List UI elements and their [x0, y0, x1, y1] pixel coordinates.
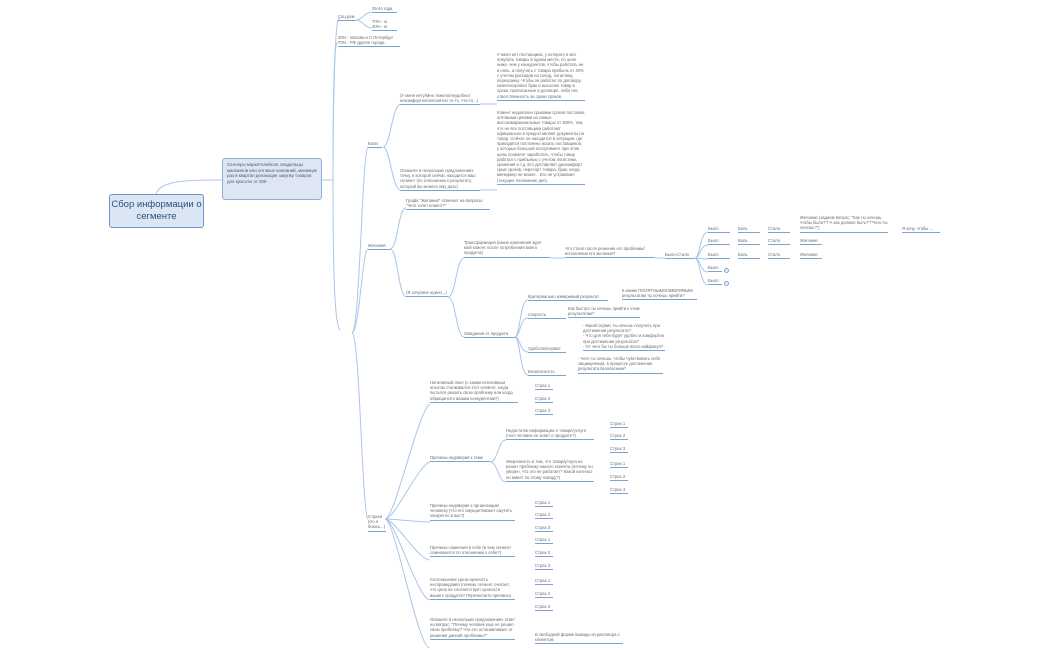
row5-was[interactable]: Было	[708, 278, 722, 286]
row2-became[interactable]: Стало	[768, 238, 790, 246]
fear-3[interactable]: Страх 3	[535, 408, 553, 416]
branch-desire[interactable]: Желания	[368, 243, 390, 251]
fear-price-value[interactable]: Соотношение Цена-Ценность несправедливо …	[430, 577, 515, 600]
row3-became[interactable]: Стало	[768, 252, 790, 260]
social-age[interactable]: 25-44 года	[372, 6, 397, 14]
root-title: Сбор информации о сегменте	[111, 199, 202, 222]
desire-comfort-question[interactable]: - Какой сервис ты хочешь получить при до…	[583, 323, 665, 352]
fear-1[interactable]: Страх 1	[610, 421, 628, 429]
fear-1[interactable]: Страх 1	[535, 383, 553, 391]
row2-pain[interactable]: Боль	[738, 238, 760, 246]
fear-describe[interactable]: Опишите в нескольких предложениях ответ …	[430, 617, 515, 640]
desire-criteria[interactable]: Критериально измеримый результат	[528, 294, 608, 302]
row3-was[interactable]: Было	[708, 252, 730, 260]
branch-social[interactable]: Соц.дем	[338, 14, 356, 22]
row3-pain[interactable]: Боль	[738, 252, 760, 260]
fear-2[interactable]: Страх 2	[535, 396, 553, 404]
pain-question-1[interactable]: (У меня нету/Мне тяжело/неудобно/ некомф…	[400, 93, 480, 106]
fear-negative-experience[interactable]: Негативный опыт (с каким негативным опыт…	[430, 380, 518, 403]
fear-1[interactable]: Страх 1	[610, 461, 628, 469]
fear-2[interactable]: Страх 2	[535, 512, 553, 520]
fear-1[interactable]: Страх 1	[535, 537, 553, 545]
row4-was[interactable]: Было	[708, 265, 722, 273]
social-gender[interactable]: 70% - ж 30% - м	[372, 19, 397, 32]
segment-node[interactable]: Селлеры маркетплейсов, владельцы магазин…	[222, 158, 322, 200]
desire-after[interactable]: Что стало после решения его проблемы/ ис…	[565, 246, 655, 259]
desire-safety-question[interactable]: - Чего ты хочешь, чтобы чувствовать себя…	[578, 356, 663, 374]
expand-icon[interactable]: +	[724, 281, 729, 286]
row2-desire[interactable]: Желание	[800, 238, 822, 246]
row1-want[interactable]: Я хочу, чтобы ...	[902, 226, 940, 234]
fear-distrust-topic[interactable]: Причины недоверия к теме	[430, 455, 490, 463]
desire-safety[interactable]: Безопасность	[528, 369, 566, 377]
fear-confidence[interactable]: Уверенность в том, что товар/услуга не р…	[506, 459, 594, 482]
desire-criteria-question[interactable]: К каким ПОНЯТНЫМ/ИЗМЕРИМЫМ результатам т…	[622, 288, 697, 301]
branch-pain[interactable]: Боли	[368, 141, 382, 149]
fear-3[interactable]: Страх 3	[610, 446, 628, 454]
fear-2[interactable]: Страх 2	[535, 550, 553, 558]
fear-1[interactable]: Страх 1	[535, 578, 553, 586]
pain-answer-2[interactable]: Клиент недоволен срывами сроков поставок…	[497, 110, 585, 185]
fear-free-form[interactable]: В свободной форме выводы из разговора с …	[535, 632, 623, 645]
pain-answer-1[interactable]: У меня нет поставщика, у которого я мог …	[497, 52, 585, 101]
row1-was[interactable]: Было	[708, 226, 730, 234]
root-node[interactable]: Сбор информации о сегменте	[109, 194, 204, 228]
fear-3[interactable]: Страх 3	[535, 563, 553, 571]
row3-desire[interactable]: Желание	[800, 252, 822, 260]
row1-desire[interactable]: Желание (задаем вопрос: "Как ты хочешь, …	[800, 215, 888, 233]
desire-product-expect[interactable]: Ожидания от продукта	[464, 331, 515, 339]
row1-pain[interactable]: Боль	[738, 226, 760, 234]
branch-fear[interactable]: Страхи (Но я боюсь...)	[368, 514, 386, 532]
fear-self-doubt[interactable]: Причины сомнения в себе (в чем сегмент с…	[430, 545, 515, 558]
fear-2[interactable]: Страх 2	[535, 591, 553, 599]
desire-speed-question[interactable]: Как быстро ты хочешь прийти к этим резул…	[568, 306, 640, 319]
desire-was-became[interactable]: Было-Стало	[665, 252, 695, 260]
fear-distrust-org[interactable]: Причины недоверия к организации/человеку…	[430, 503, 515, 521]
fear-3[interactable]: Страх 3	[610, 487, 628, 495]
desire-transformation[interactable]: Трансформация (какие изменения ждет мой …	[464, 240, 550, 258]
fear-3[interactable]: Страх 3	[535, 525, 553, 533]
fear-2[interactable]: Страх 2	[610, 474, 628, 482]
fear-3[interactable]: Страх 3	[535, 604, 553, 612]
pain-question-2[interactable]: Опишите в нескольких предложениях точку,…	[400, 168, 480, 191]
desire-speed[interactable]: Скорость	[528, 312, 566, 320]
fear-lack-info[interactable]: Недостаток информации о товаре/услуге (ч…	[506, 428, 594, 441]
fear-2[interactable]: Страх 2	[610, 433, 628, 441]
desire-comfort[interactable]: Удобство/сервис	[528, 346, 566, 354]
desire-sublabel[interactable]: (Я хочу/мне нужно...)	[406, 290, 448, 298]
social-geo[interactable]: 30% - Москва и С.Петербург 70% - РФ друг…	[338, 35, 400, 48]
row2-was[interactable]: Было	[708, 238, 730, 246]
row1-became[interactable]: Стало	[768, 226, 790, 234]
desire-graph-note[interactable]: Графа "Желания" отвечает на вопросы: "Че…	[406, 198, 490, 211]
segment-text: Селлеры маркетплейсов, владельцы магазин…	[227, 162, 317, 184]
fear-1[interactable]: Страх 1	[535, 500, 553, 508]
expand-icon[interactable]: +	[724, 268, 729, 273]
